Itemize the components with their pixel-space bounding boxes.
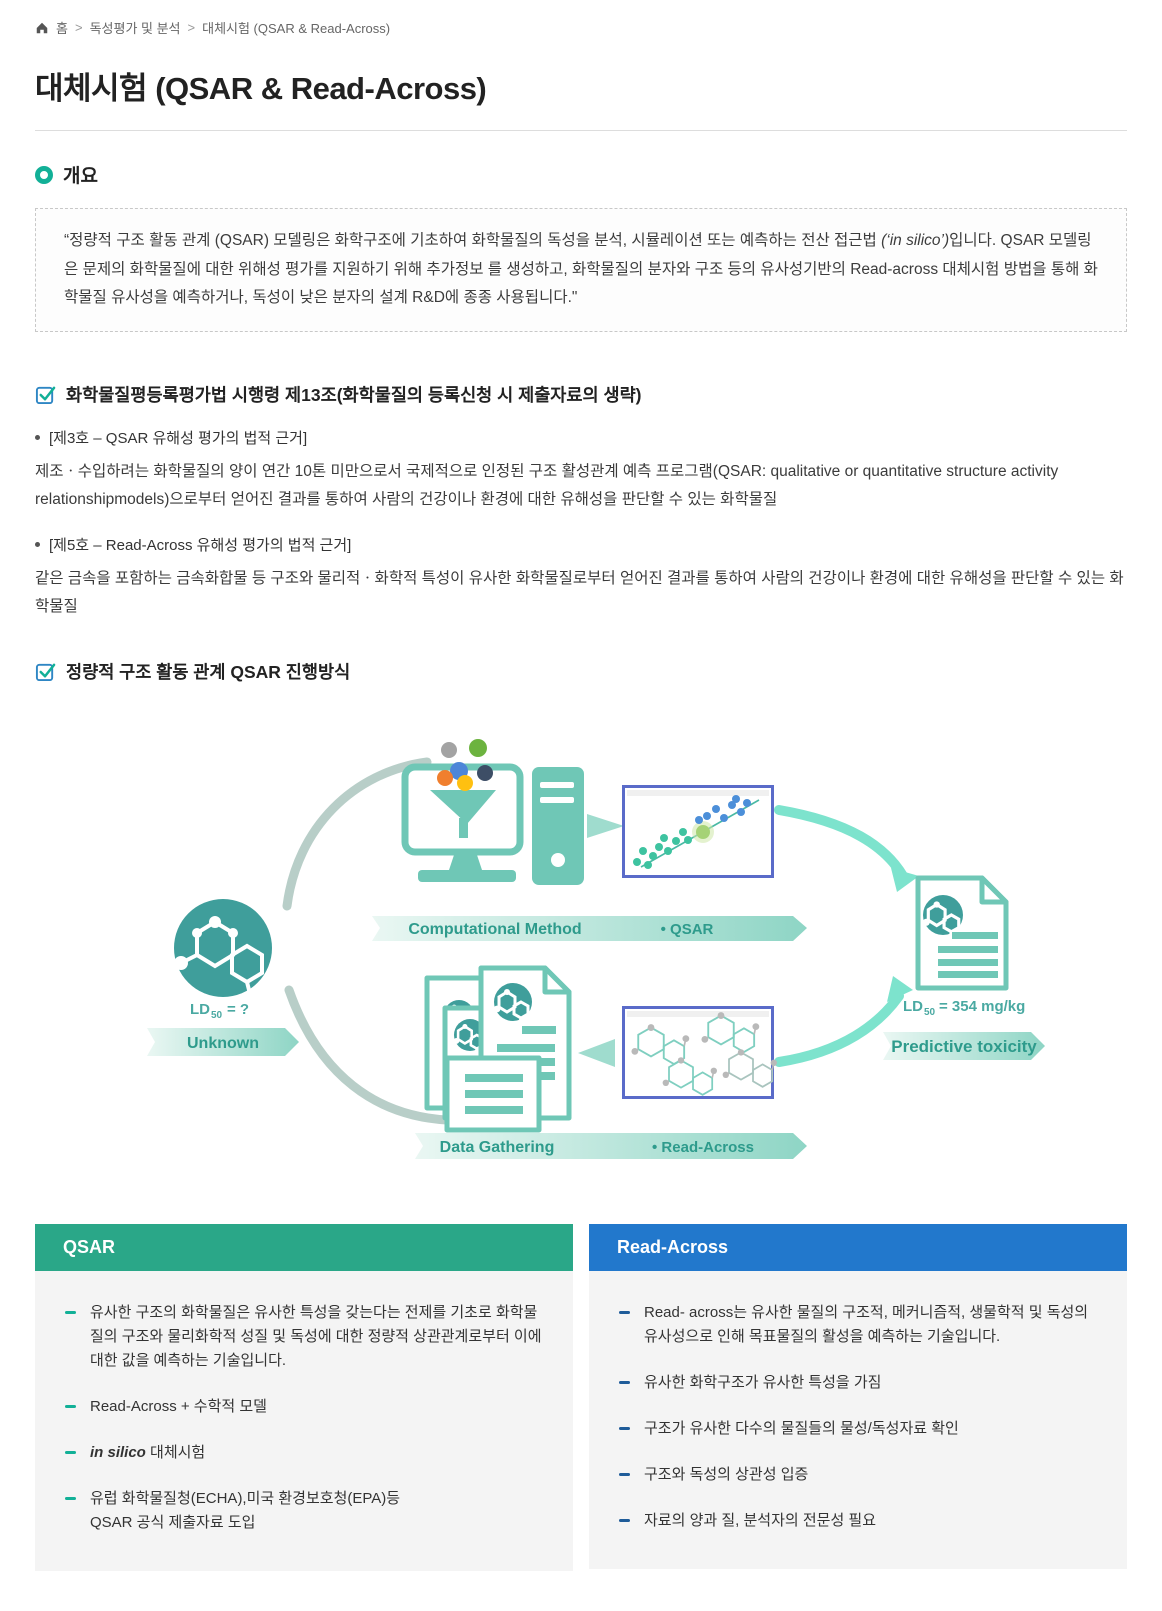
legal-item1-label-text: [제3호 – QSAR 유해성 평가의 법적 근거] — [49, 430, 308, 448]
list-item: in silico 대체시험 — [65, 1441, 543, 1465]
predictive-toxicity-label: Predictive toxicity — [891, 1037, 1037, 1056]
cycle-arcs — [282, 757, 908, 1125]
list-item-text: 구조가 유사한 다수의 물질들의 물성/독성자료 확인 — [644, 1419, 959, 1437]
list-item-text: Read- across는 유사한 물질의 구조적, 메커니즘적, 생물학적 및… — [644, 1303, 1089, 1345]
read-across-card: Read-Across Read- across는 유사한 물질의 구조적, 메… — [589, 1223, 1127, 1571]
list-item-text: 유사한 구조의 화학물질은 유사한 특성을 갖는다는 전제를 기초로 화학물질의… — [90, 1303, 542, 1369]
process-heading-label: 정량적 구조 활동 관계 QSAR 진행방식 — [66, 661, 351, 682]
qsar-card-header: QSAR — [35, 1223, 573, 1271]
dot-icon — [35, 541, 40, 547]
process-heading: 정량적 구조 활동 관계 QSAR 진행방식 — [35, 659, 1127, 684]
summary-cards: QSAR 유사한 구조의 화학물질은 유사한 특성을 갖는다는 전제를 기초로 … — [35, 1223, 1127, 1571]
flow-arrow-left — [578, 1038, 615, 1067]
home-icon — [35, 21, 49, 35]
documents-icon — [424, 965, 572, 1133]
list-item: 구조가 유사한 다수의 물질들의 물성/독성자료 확인 — [619, 1417, 1097, 1441]
list-item-text: 자료의 양과 질, 분석자의 전문성 필요 — [644, 1511, 877, 1529]
list-item-text-rest: 대체시험 — [145, 1443, 206, 1461]
dash-icon — [619, 1426, 630, 1430]
legal-item2-label-text: [제5호 – Read-Across 유해성 평가의 법적 근거] — [49, 536, 352, 554]
circle-bullet-icon — [35, 165, 53, 184]
qsar-process-diagram: Unknown Computational Method • QSAR Data… — [147, 738, 1045, 1159]
list-item: Read- across는 유사한 물질의 구조적, 메커니즘적, 생물학적 및… — [619, 1301, 1097, 1349]
list-item-text: in silico 대체시험 — [90, 1441, 205, 1465]
dash-icon — [65, 1310, 76, 1314]
list-item-text: Read-Across + 수학적 모델 — [90, 1397, 267, 1415]
ribbon-banners — [147, 915, 1045, 1159]
legal-item1-body: 제조ㆍ수입하려는 화학물질의 양이 연간 10톤 미만으로서 국제적으로 인정된… — [35, 463, 1059, 508]
ld50-unknown-prefix: LD — [190, 1001, 210, 1018]
qsar-card-body: 유사한 구조의 화학물질은 유사한 특성을 갖는다는 전제를 기초로 화학물질의… — [35, 1270, 573, 1571]
checkbox-icon — [35, 661, 56, 682]
dash-icon — [619, 1310, 630, 1314]
breadcrumb-separator: > — [74, 20, 83, 35]
list-item: 구조와 독성의 상관성 입증 — [619, 1463, 1097, 1487]
legal-item1-label: [제3호 – QSAR 유해성 평가의 법적 근거] — [35, 427, 1127, 448]
arc-arrowhead — [887, 975, 913, 1002]
dash-icon — [619, 1380, 630, 1384]
in-silico-italic: in silico — [90, 1443, 146, 1461]
dot-icon — [35, 435, 40, 441]
similar-structures-icon — [622, 1005, 778, 1099]
overview-quote: “정량적 구조 활동 관계 (QSAR) 모델링은 화학구조에 기초하여 화학물… — [35, 208, 1127, 333]
list-item: 자료의 양과 질, 분석자의 전문성 필요 — [619, 1509, 1097, 1533]
dash-icon — [619, 1472, 630, 1476]
list-item: Read-Across + 수학적 모델 — [65, 1395, 543, 1419]
legal-heading-label: 화학물질평등록평가법 시행령 제13조(화학물질의 등록신청 시 제출자료의 생… — [66, 385, 642, 406]
overview-heading: 개요 — [35, 161, 1127, 188]
unknown-label: Unknown — [187, 1035, 259, 1052]
list-item-text: 유사한 화학구조가 유사한 특성을 가짐 — [644, 1373, 882, 1391]
breadcrumb-level1[interactable]: 독성평가 및 분석 — [89, 21, 181, 36]
qsar-tag-label: • QSAR — [661, 921, 714, 938]
ld50-unknown-value: = ? — [227, 1001, 249, 1018]
title-divider — [35, 130, 1127, 131]
legal-item2-body: 같은 금속을 포함하는 금속화합물 등 구조와 물리적ㆍ화학적 특성이 유사한 … — [35, 569, 1124, 615]
qsar-card: QSAR 유사한 구조의 화학물질은 유사한 특성을 갖는다는 전제를 기초로 … — [35, 1223, 573, 1571]
read-across-tag-label: • Read-Across — [652, 1139, 754, 1156]
flow-arrow-right — [587, 813, 624, 838]
result-document-icon — [915, 875, 1009, 991]
ld50-known-value: = 354 mg/kg — [939, 998, 1025, 1015]
dash-icon — [65, 1404, 76, 1408]
qsar-card-title: QSAR — [63, 1236, 116, 1257]
quote-italic: (‘in silico’) — [881, 232, 950, 249]
ld50-known-sub: 50 — [924, 1007, 936, 1018]
read-across-card-body: Read- across는 유사한 물질의 구조적, 메커니즘적, 생물학적 및… — [589, 1270, 1127, 1569]
computer-icon — [401, 738, 584, 885]
legal-heading: 화학물질평등록평가법 시행령 제13조(화학물질의 등록신청 시 제출자료의 생… — [35, 382, 1127, 407]
ld50-known-prefix: LD — [903, 998, 923, 1015]
read-across-card-header: Read-Across — [589, 1223, 1127, 1271]
checkbox-icon — [35, 384, 56, 405]
computational-method-label: Computational Method — [408, 921, 581, 938]
list-item-text: 구조와 독성의 상관성 입증 — [644, 1465, 809, 1483]
scatter-plot-icon — [622, 784, 774, 878]
data-gathering-label: Data Gathering — [440, 1139, 555, 1156]
page-title: 대체시험 (QSAR & Read-Across) — [35, 71, 487, 106]
list-item: 유사한 구조의 화학물질은 유사한 특성을 갖는다는 전제를 기초로 화학물질의… — [65, 1301, 543, 1373]
overview-heading-label: 개요 — [63, 166, 98, 187]
breadcrumb-home[interactable]: 홈 — [56, 21, 68, 36]
dash-icon — [65, 1450, 76, 1454]
list-item-text: 유럽 화학물질청(ECHA),미국 환경보호청(EPA)등 QSAR 공식 제출… — [90, 1489, 401, 1531]
list-item: 유사한 화학구조가 유사한 특성을 가짐 — [619, 1371, 1097, 1395]
dash-icon — [65, 1496, 76, 1500]
breadcrumb-current: 대체시험 (QSAR & Read-Across) — [202, 21, 391, 36]
dash-icon — [619, 1518, 630, 1522]
list-item: 유럽 화학물질청(ECHA),미국 환경보호청(EPA)등 QSAR 공식 제출… — [65, 1487, 543, 1535]
read-across-card-title: Read-Across — [617, 1236, 729, 1257]
breadcrumb-separator: > — [187, 20, 196, 35]
quote-text-2: 입니다. QSAR 모델링은 문제의 화학물질에 대한 위해성 평가를 지원하기… — [64, 232, 1098, 307]
unknown-molecule-icon — [174, 898, 272, 1004]
ld50-unknown-sub: 50 — [211, 1010, 223, 1021]
legal-item2-label: [제5호 – Read-Across 유해성 평가의 법적 근거] — [35, 534, 1127, 555]
arc-arrowhead — [891, 867, 919, 892]
breadcrumb: 홈 > 독성평가 및 분석 > 대체시험 (QSAR & Read-Across… — [35, 18, 1127, 37]
quote-text-1: “정량적 구조 활동 관계 (QSAR) 모델링은 화학구조에 기초하여 화학물… — [64, 232, 882, 249]
